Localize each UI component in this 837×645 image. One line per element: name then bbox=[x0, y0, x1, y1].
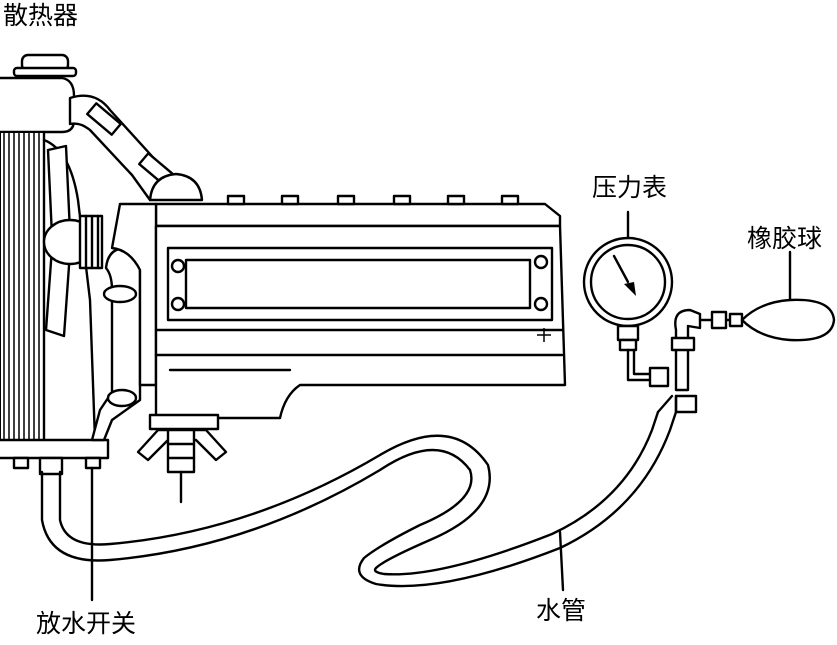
leader-lines bbox=[558, 530, 565, 592]
radiator bbox=[0, 53, 110, 602]
lower-hose bbox=[90, 246, 142, 442]
radiator-core bbox=[0, 131, 45, 441]
engine-block bbox=[110, 172, 567, 420]
pressure-gauge-label: 压力表 bbox=[592, 173, 668, 202]
t-fitting bbox=[670, 308, 702, 414]
water-pipe bbox=[40, 394, 678, 588]
water-pipe-label: 水管 bbox=[536, 596, 587, 625]
rubber-bulb-label: 橡胶球 bbox=[747, 224, 823, 253]
drain-switch-label: 放水开关 bbox=[36, 609, 137, 638]
radiator-label: 散热器 bbox=[3, 1, 79, 30]
fan bbox=[42, 144, 104, 338]
pressure-gauge bbox=[582, 210, 674, 388]
engine-mount bbox=[136, 413, 228, 504]
rubber-bulb bbox=[698, 250, 836, 342]
